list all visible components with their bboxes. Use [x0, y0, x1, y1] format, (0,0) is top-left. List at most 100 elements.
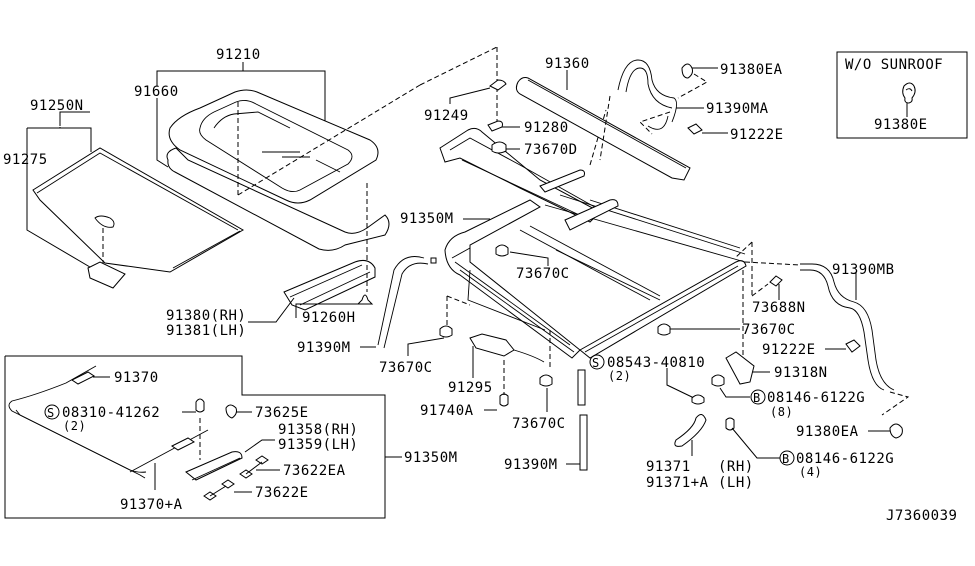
slider-91370a [171, 437, 195, 451]
clip-91222e-right [845, 339, 861, 353]
label-08543-qty: (2) [608, 369, 631, 383]
label-08146-b-qty: (4) [799, 465, 822, 479]
nut-73670d [491, 141, 507, 154]
label-91371: 91371 [646, 459, 691, 475]
label-91390mb: 91390MB [832, 262, 895, 278]
drain-hose-left [360, 256, 437, 349]
label-91250n: 91250N [30, 98, 84, 114]
nut-73670c-d [657, 323, 740, 336]
clip-91260h [356, 294, 374, 305]
label-73670c-c: 73670C [512, 416, 566, 432]
figure-id: J7360039 [886, 508, 957, 524]
label-91740a: 91740A [420, 403, 474, 419]
headliner-assembly [26, 111, 245, 289]
label-91359: 91359(LH) [278, 437, 358, 453]
bolt-marker-b: B [779, 450, 795, 466]
clip-91380ea-right [889, 423, 903, 439]
label-91380ea-right: 91380EA [796, 424, 859, 440]
nut-icon-bracket [711, 374, 725, 387]
screw-symbol: S [592, 356, 600, 370]
label-91280: 91280 [524, 120, 569, 136]
weatherstrip [166, 147, 390, 251]
label-73622e: 73622E [255, 485, 309, 501]
clip-91380e-icon [902, 82, 916, 117]
clip-91380ea-top [681, 63, 693, 79]
label-73670d: 73670D [524, 142, 578, 158]
drain-hose-bottom [566, 369, 588, 471]
screw-08310 [195, 398, 205, 413]
bolt-symbol-b: B [782, 452, 790, 466]
label-91371a: 91371+A [646, 475, 709, 491]
label-91390m-bottom: 91390M [504, 457, 558, 473]
label-08543: 08543-40810 [607, 355, 705, 371]
inset-part-label: 91380E [874, 117, 928, 133]
nut-73670c-a [495, 244, 549, 266]
label-91222e-right: 91222E [762, 342, 816, 358]
nut-73670c-c [539, 374, 553, 412]
label-08310-qty: (2) [63, 419, 86, 433]
rear-bracket-91318n [711, 351, 780, 459]
label-73670c-d: 73670C [742, 322, 796, 338]
guide-91358 [185, 451, 243, 481]
label-91371-rh: (RH) [718, 459, 754, 475]
screw-marker-08310: S [44, 404, 60, 420]
label-91390m-left: 91390M [297, 340, 351, 356]
wind-deflector [515, 70, 691, 181]
label-91370a: 91370+A [120, 497, 183, 513]
label-91260h: 91260H [302, 310, 356, 326]
screw-symbol-08310: S [47, 406, 55, 420]
glass-panel [168, 89, 379, 204]
clip-73622ea [239, 455, 269, 479]
label-91390ma: 91390MA [706, 101, 769, 117]
nut-icon [439, 325, 453, 338]
nut-73670c-b [407, 325, 453, 356]
label-91371a-lh: (LH) [718, 475, 754, 491]
label-91210: 91210 [216, 47, 261, 63]
label-91350m-box: 91350M [404, 450, 458, 466]
glass-panel-assembly [156, 46, 498, 262]
label-91380ea-top: 91380EA [720, 62, 783, 78]
bolt-icon-bracket [725, 417, 735, 431]
label-91275: 91275 [3, 152, 48, 168]
inset-frame [836, 51, 968, 139]
sunroof-frame [439, 47, 801, 380]
label-91381-lh: 91381(LH) [166, 323, 246, 339]
motor-assembly [469, 333, 545, 411]
bolt-symbol-a: B [753, 391, 761, 405]
label-73625e: 73625E [255, 405, 309, 421]
label-73670c-b: 73670C [379, 360, 433, 376]
label-91660: 91660 [134, 84, 179, 100]
motor-91295 [469, 333, 515, 357]
label-91380-rh: 91380(RH) [166, 308, 246, 324]
headliner-panel [32, 147, 245, 273]
inset-without-sunroof: W/O SUNROOF 91380E [836, 51, 968, 139]
handle-91371 [666, 368, 707, 456]
rear-right-hose [769, 263, 910, 439]
bolt-91740a [499, 393, 509, 407]
handle-pad [87, 261, 126, 289]
label-91358: 91358(RH) [278, 422, 358, 438]
clip-91249 [489, 79, 507, 91]
screw-marker-08543: S [589, 354, 605, 370]
label-91350m-frame: 91350M [400, 211, 454, 227]
label-73670c-a: 73670C [516, 266, 570, 282]
label-91370: 91370 [114, 370, 159, 386]
clip-73688n [769, 275, 783, 287]
label-91249: 91249 [424, 108, 469, 124]
screw-icon-08543 [691, 394, 705, 405]
label-73688n: 73688N [752, 300, 806, 316]
clip-91280 [487, 120, 503, 132]
label-08146-a: 08146-6122G [767, 390, 865, 406]
drain-hose-front-right [599, 59, 728, 161]
bumper-73625e [225, 404, 237, 419]
clip-91222e-top [687, 123, 703, 135]
label-91295: 91295 [448, 380, 493, 396]
bolt-marker-a: B [750, 389, 766, 405]
label-08146-a-qty: (8) [770, 405, 793, 419]
label-91222e-top: 91222E [730, 127, 784, 143]
sunshade-kit-box [4, 355, 402, 519]
label-08146-b: 08146-6122G [796, 451, 894, 467]
drain-bracket [248, 260, 376, 323]
inset-heading: W/O SUNROOF [845, 57, 943, 73]
